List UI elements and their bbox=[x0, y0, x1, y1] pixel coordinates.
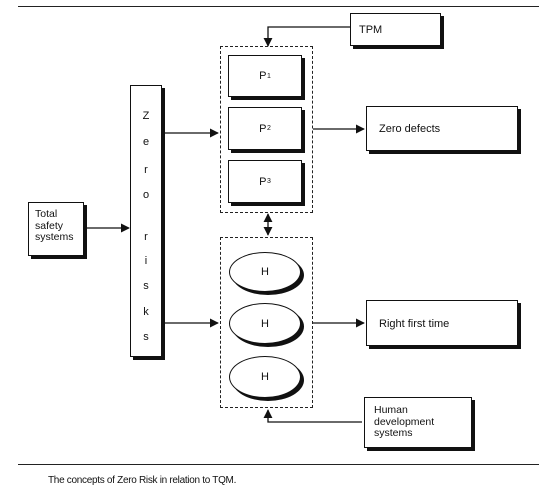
right-first-time-box: Right first time bbox=[366, 300, 518, 346]
zero-risks-letter: Z bbox=[142, 110, 150, 122]
human-development-systems-box: Human development systems bbox=[364, 397, 472, 448]
bottom-rule bbox=[18, 464, 539, 465]
arrow-human-dev-to-h-group bbox=[263, 409, 362, 423]
total-safety-systems-box: Total safety systems bbox=[28, 202, 84, 256]
h-ellipse-2: H bbox=[229, 303, 301, 344]
arrow-tpm-to-p-group bbox=[263, 26, 350, 47]
zero-risks-box: Z e r o r i s k s bbox=[130, 85, 162, 357]
zero-risks-letter: o bbox=[142, 189, 150, 201]
human-development-systems-label: Human development systems bbox=[374, 404, 435, 439]
h-ellipse-3: H bbox=[229, 356, 301, 398]
right-first-time-label: Right first time bbox=[379, 318, 450, 330]
h-ellipse-1: H bbox=[229, 252, 301, 292]
tpm-box: TPM bbox=[350, 13, 441, 46]
zero-defects-label: Zero defects bbox=[379, 123, 441, 135]
h-group-container bbox=[220, 237, 313, 408]
p2-letter: P bbox=[259, 122, 267, 135]
p3-subscript: 3 bbox=[266, 178, 271, 185]
p1-subscript: 1 bbox=[266, 72, 271, 80]
top-rule bbox=[18, 6, 539, 7]
p3-letter: P bbox=[259, 175, 267, 188]
zero-risks-letter: e bbox=[142, 136, 150, 148]
zero-risks-letter: r bbox=[144, 231, 148, 243]
p1-letter: P bbox=[259, 70, 267, 82]
zero-risks-letter: s bbox=[143, 331, 149, 343]
p-group-container bbox=[220, 46, 313, 213]
total-safety-systems-label: Total safety systems bbox=[35, 208, 74, 243]
tpm-label: TPM bbox=[359, 24, 383, 36]
zero-risks-letter: k bbox=[143, 306, 149, 318]
p2-subscript: 2 bbox=[266, 125, 271, 132]
zero-defects-box: Zero defects bbox=[366, 106, 518, 151]
zero-risks-letter: i bbox=[144, 255, 148, 267]
zero-risks-letter: r bbox=[144, 164, 148, 176]
figure-caption: The concepts of Zero Risk in relation to… bbox=[48, 475, 237, 486]
zero-risks-letter: s bbox=[143, 280, 149, 292]
